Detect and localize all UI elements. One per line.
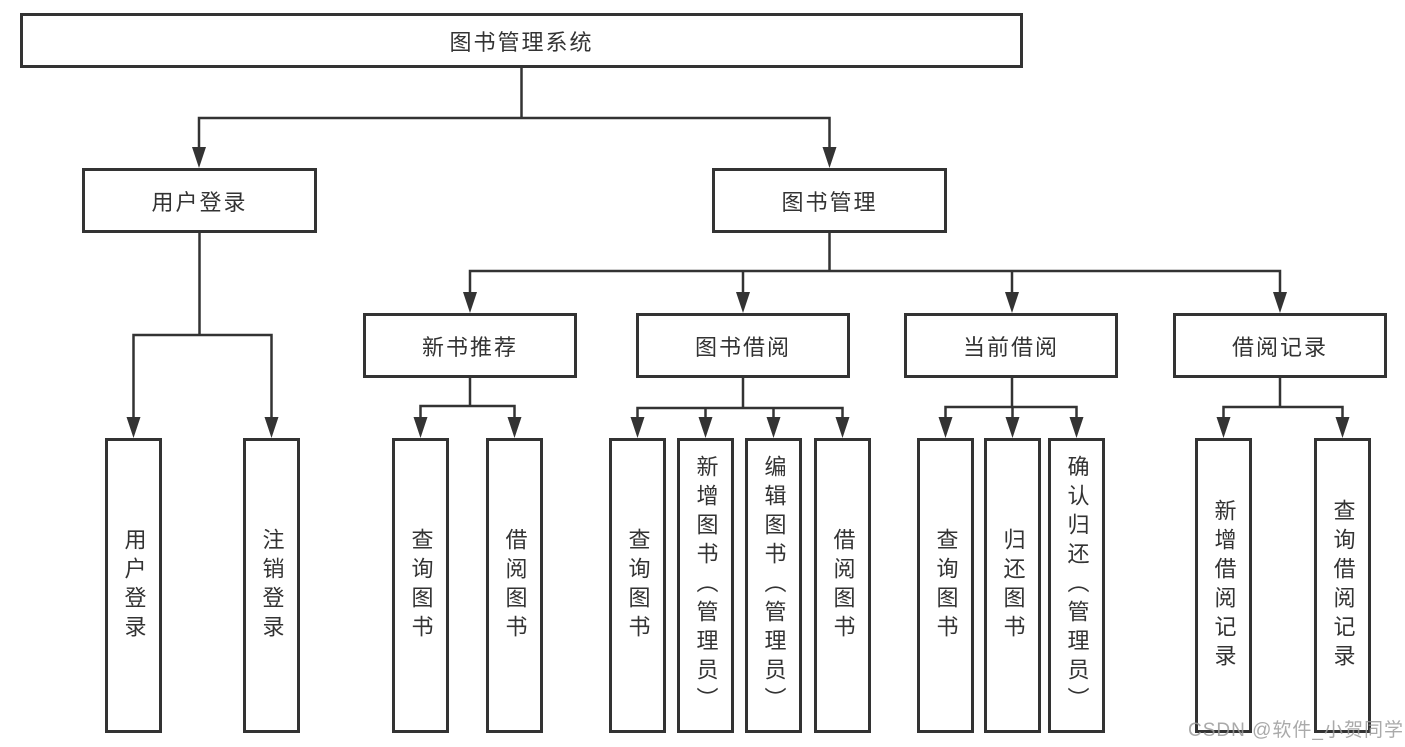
arrow-to-leaf-bb-query (630, 417, 645, 438)
watermark: CSDN @软件_小贺同学 (1188, 720, 1404, 741)
arrow-to-leaf-bb-edit (766, 417, 781, 438)
arrow-to-leaf-br-add (1216, 417, 1231, 438)
node-borrow-record-label: 借阅记录 (1231, 334, 1328, 360)
leaf-borrow-borrow-book: 借阅图书 (814, 438, 871, 733)
node-book-borrow: 图书借阅 (636, 313, 850, 378)
node-current-borrow-label: 当前借阅 (962, 334, 1059, 360)
leaf-newbook-query-book-label: 查询图书 (408, 527, 434, 644)
arrowheads (126, 147, 1350, 438)
leaf-record-query-borrow-record: 查询借阅记录 (1314, 438, 1371, 733)
leaf-current-query-book-label: 查询图书 (933, 527, 959, 644)
node-borrow-record: 借阅记录 (1173, 313, 1387, 378)
leaf-current-query-book: 查询图书 (917, 438, 974, 733)
node-root-label: 图书管理系统 (449, 29, 594, 55)
arrow-to-leaf-br-query (1335, 417, 1350, 438)
arrow-to-user-login (192, 147, 206, 168)
arrow-to-book-borrow (736, 292, 750, 313)
node-new-book-recommend: 新书推荐 (363, 313, 577, 378)
leaf-newbook-borrow-book-label: 借阅图书 (502, 527, 528, 644)
leaf-record-add-borrow-record-label: 新增借阅记录 (1211, 498, 1237, 673)
leaf-newbook-borrow-book: 借阅图书 (486, 438, 543, 733)
leaf-record-add-borrow-record: 新增借阅记录 (1195, 438, 1252, 733)
connector-bookmgmt-split (468, 269, 1282, 293)
node-root: 图书管理系统 (20, 13, 1023, 68)
arrow-to-leaf-cb-confirm (1069, 417, 1084, 438)
arrow-to-leaf-cb-return (1005, 417, 1020, 438)
node-book-management: 图书管理 (712, 168, 947, 233)
arrow-to-leaf-cb-query (938, 417, 953, 438)
node-book-management-label: 图书管理 (781, 189, 878, 215)
leaf-borrow-borrow-book-label: 借阅图书 (830, 527, 856, 644)
arrow-to-leaf-bb-borrow (835, 417, 850, 438)
arrow-to-new-book-rec (463, 292, 477, 313)
node-current-borrow: 当前借阅 (904, 313, 1118, 378)
leaf-current-confirm-return-admin-label: 确认归还（管理员） (1064, 455, 1090, 716)
leaf-logout-login: 注销登录 (243, 438, 300, 733)
leaf-newbook-query-book: 查询图书 (392, 438, 449, 733)
connector-bookborrow-split (636, 378, 844, 418)
leaf-borrow-edit-book-admin-label: 编辑图书（管理员） (761, 455, 787, 716)
arrow-to-leaf-nbr-borrow (507, 417, 522, 438)
connector-newbookrec-split (419, 378, 516, 418)
leaf-logout-login-label: 注销登录 (259, 527, 285, 644)
leaf-record-query-borrow-record-label: 查询借阅记录 (1330, 498, 1356, 673)
leaf-current-return-book: 归还图书 (984, 438, 1041, 733)
leaf-borrow-add-book-admin-label: 新增图书（管理员） (693, 455, 719, 716)
connector-root-split (197, 116, 831, 148)
arrow-to-borrow-record (1273, 292, 1287, 313)
arrow-to-leaf-user-login (126, 417, 141, 438)
arrow-to-leaf-bb-add (698, 417, 713, 438)
leaf-current-return-book-label: 归还图书 (1000, 527, 1026, 644)
node-user-login-label: 用户登录 (151, 189, 248, 215)
connector-borrowrecord-split (1222, 378, 1344, 418)
leaf-borrow-add-book-admin: 新增图书（管理员） (677, 438, 734, 733)
arrow-to-leaf-nbr-query (413, 417, 428, 438)
leaf-current-confirm-return-admin: 确认归还（管理员） (1048, 438, 1105, 733)
leaf-borrow-query-book-label: 查询图书 (625, 527, 651, 644)
leaf-user-login: 用户登录 (105, 438, 162, 733)
arrow-to-current-borrow (1005, 292, 1019, 313)
arrow-to-book-mgmt (822, 147, 837, 168)
connector-userlogin-split (132, 333, 273, 418)
node-new-book-recommend-label: 新书推荐 (421, 334, 518, 360)
node-user-login: 用户登录 (82, 168, 317, 233)
leaf-borrow-query-book: 查询图书 (609, 438, 666, 733)
connector-currentborrow-split (944, 378, 1078, 418)
leaf-borrow-edit-book-admin: 编辑图书（管理员） (745, 438, 802, 733)
arrow-to-leaf-logout (264, 417, 279, 438)
node-book-borrow-label: 图书借阅 (694, 334, 791, 360)
leaf-user-login-label: 用户登录 (121, 527, 147, 644)
